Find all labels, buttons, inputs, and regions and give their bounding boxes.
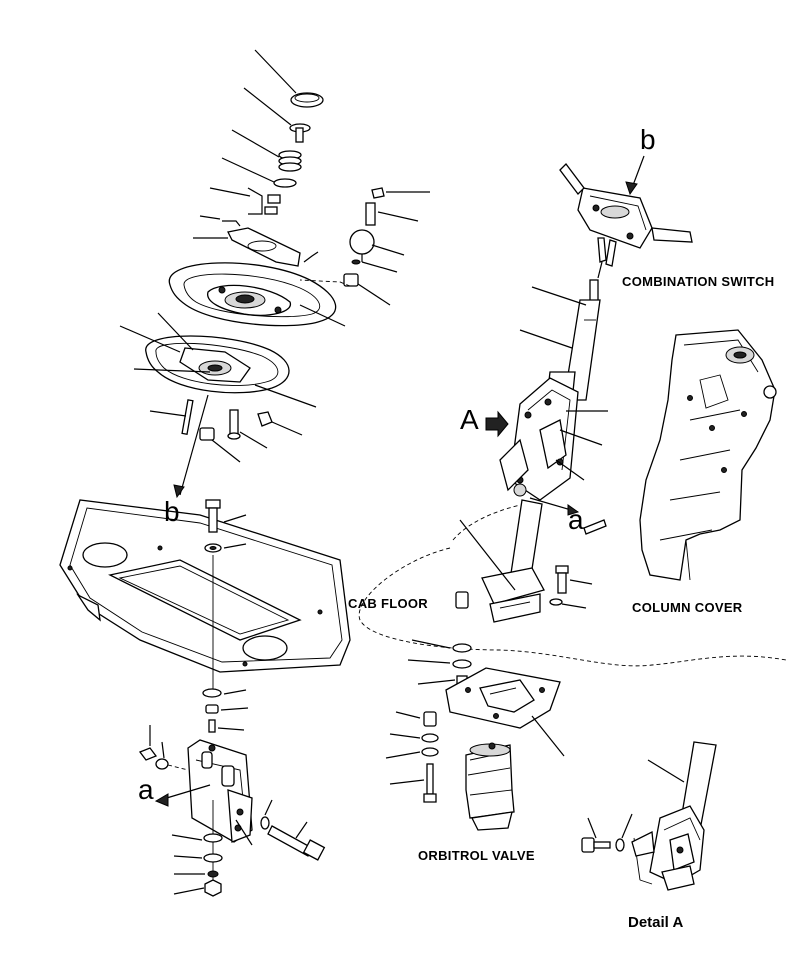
- view-a-arrow: [485, 410, 509, 438]
- orbitrol-valve: [465, 742, 515, 831]
- reference-arrow-b: [179, 394, 209, 496]
- steering-wheel: [168, 262, 337, 327]
- horn-cap: [290, 92, 324, 108]
- floor-plate: [59, 499, 351, 673]
- steering-column: [481, 279, 601, 623]
- leader-line: [254, 49, 297, 94]
- reference-b-top-label: b: [640, 124, 656, 155]
- combination-switch: [559, 163, 693, 267]
- column-cover: [639, 329, 777, 581]
- wheel-hub: [145, 335, 290, 394]
- spring: [278, 150, 302, 172]
- reference-b-left-label: b: [164, 496, 180, 527]
- steering-wheel-group: [119, 49, 430, 499]
- detail-a: [631, 741, 717, 891]
- horn-plate: [227, 227, 301, 267]
- cab-floor-line: [358, 547, 787, 667]
- reference-a-column-label: a: [568, 504, 584, 535]
- valve-mount-plate: [445, 667, 561, 729]
- combination-switch-label: COMBINATION SWITCH: [622, 274, 775, 289]
- mounting-bracket: [187, 739, 253, 843]
- detail-a-label: Detail A: [628, 914, 684, 931]
- view-a-label: A: [460, 404, 479, 435]
- knob: [349, 229, 375, 255]
- reference-a-left-label: a: [138, 774, 154, 805]
- pin: [181, 399, 194, 436]
- orbitrol-valve-label: ORBITROL VALVE: [418, 848, 535, 863]
- column-cover-label: COLUMN COVER: [632, 600, 743, 615]
- cab-floor-label: CAB FLOOR: [348, 596, 428, 611]
